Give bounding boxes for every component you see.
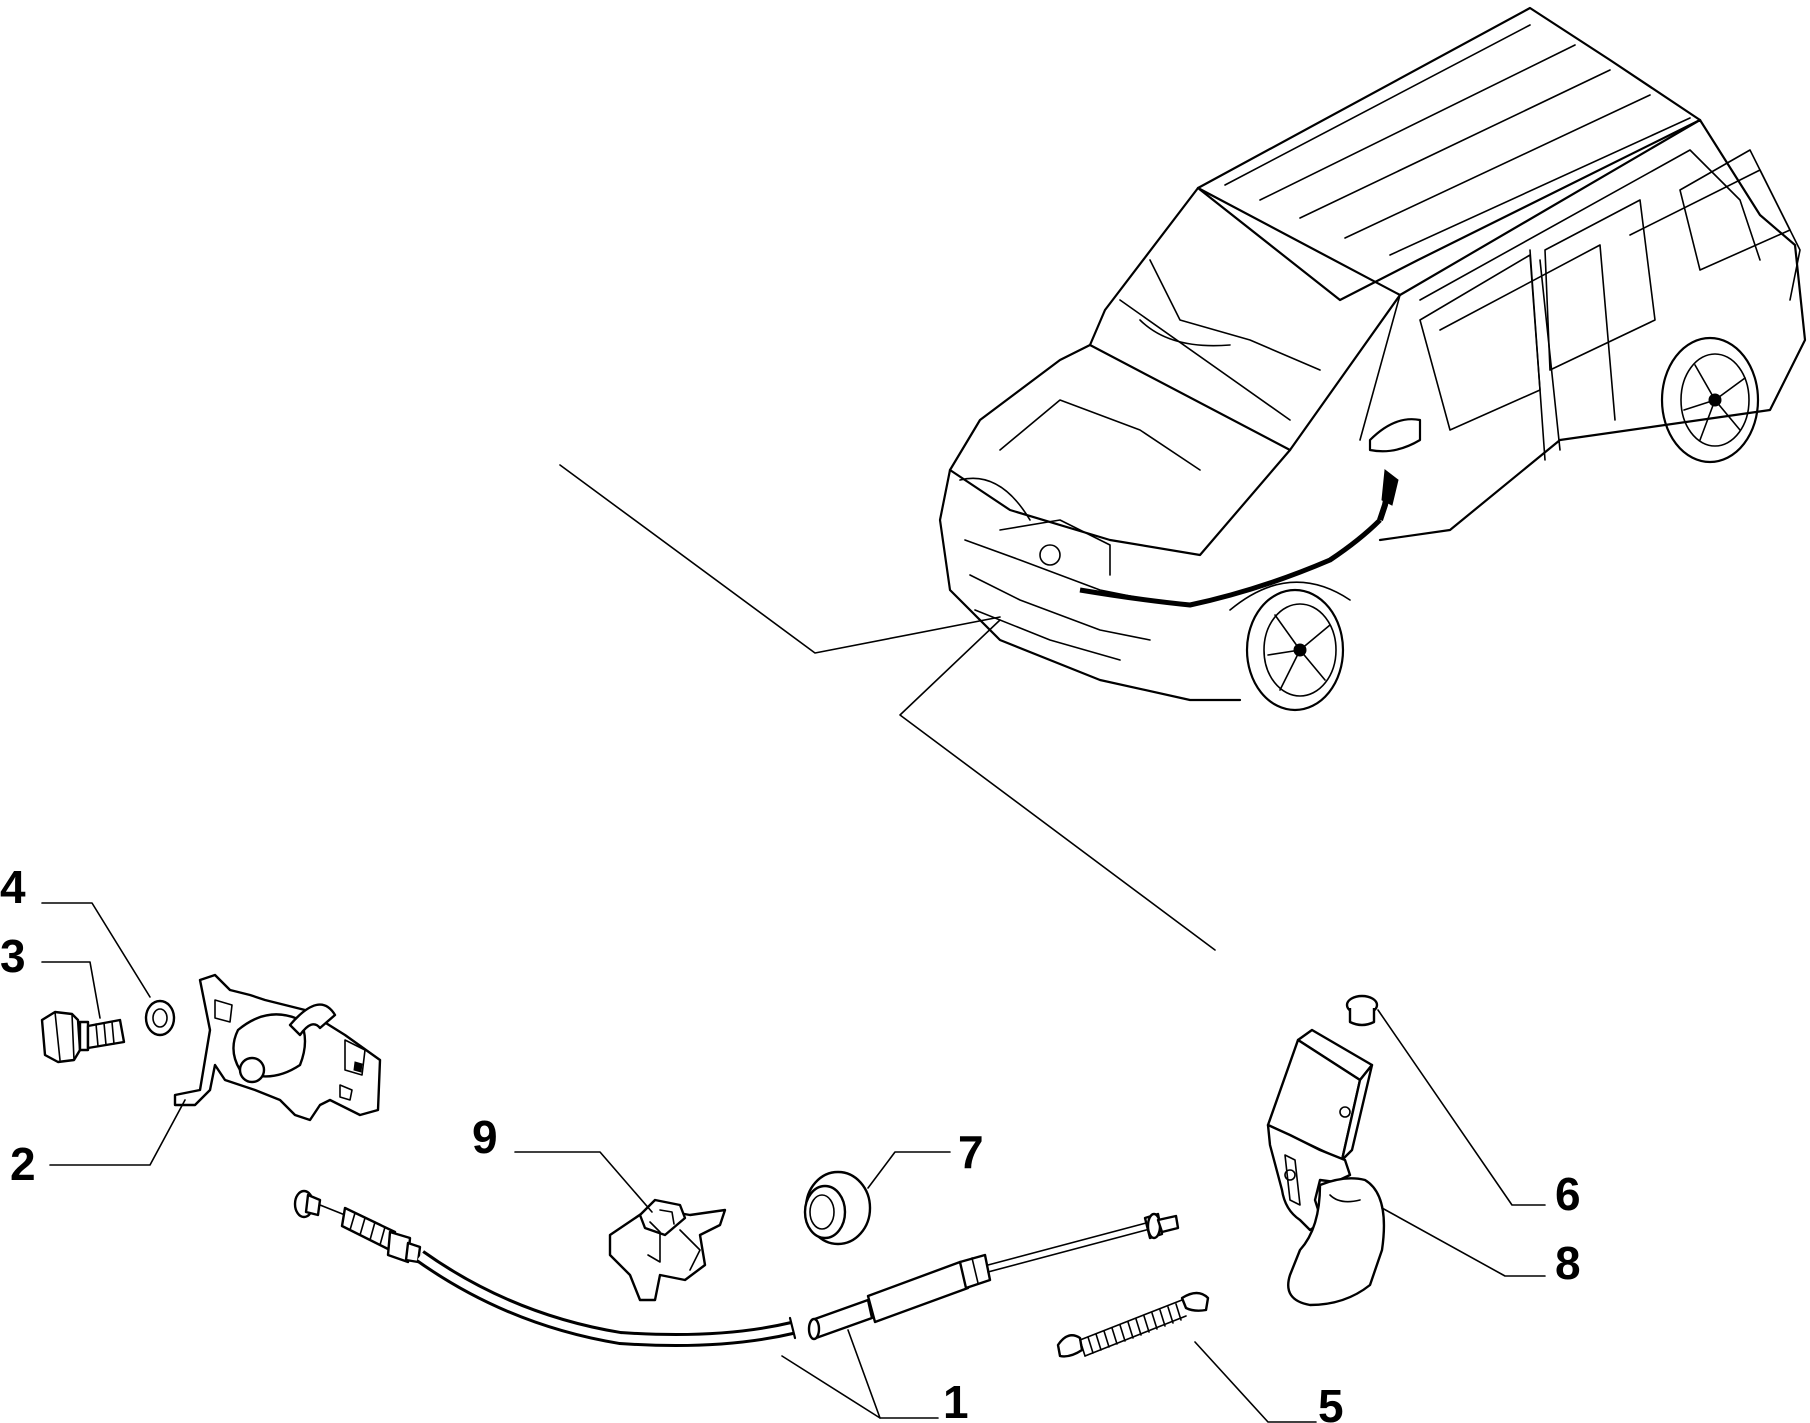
callout-leader-lines xyxy=(41,902,1546,1423)
callout-4: 4 xyxy=(0,861,26,913)
callout-8: 8 xyxy=(1555,1237,1581,1289)
callout-5: 5 xyxy=(1318,1380,1344,1423)
spring-icon xyxy=(1056,1291,1210,1358)
grommet-icon xyxy=(803,1170,872,1246)
lock-latch-icon xyxy=(173,973,382,1122)
bolt-icon xyxy=(40,1010,126,1064)
callout-1: 1 xyxy=(943,1376,969,1423)
cable-clip-icon xyxy=(608,1198,727,1302)
car-leader-lines xyxy=(559,464,1216,951)
callout-numbers: 4 3 2 9 7 1 5 6 8 xyxy=(0,861,1581,1423)
callout-9: 9 xyxy=(472,1111,498,1163)
release-handle-icon xyxy=(1266,1028,1386,1307)
washer-icon xyxy=(144,999,176,1037)
callout-7: 7 xyxy=(958,1126,984,1178)
callout-6: 6 xyxy=(1555,1168,1581,1220)
callout-3: 3 xyxy=(0,930,26,982)
bonnet-release-cable-icon xyxy=(293,1189,1180,1348)
car-illustration xyxy=(938,6,1807,712)
callout-2: 2 xyxy=(10,1138,36,1190)
screw-icon xyxy=(1345,994,1379,1027)
